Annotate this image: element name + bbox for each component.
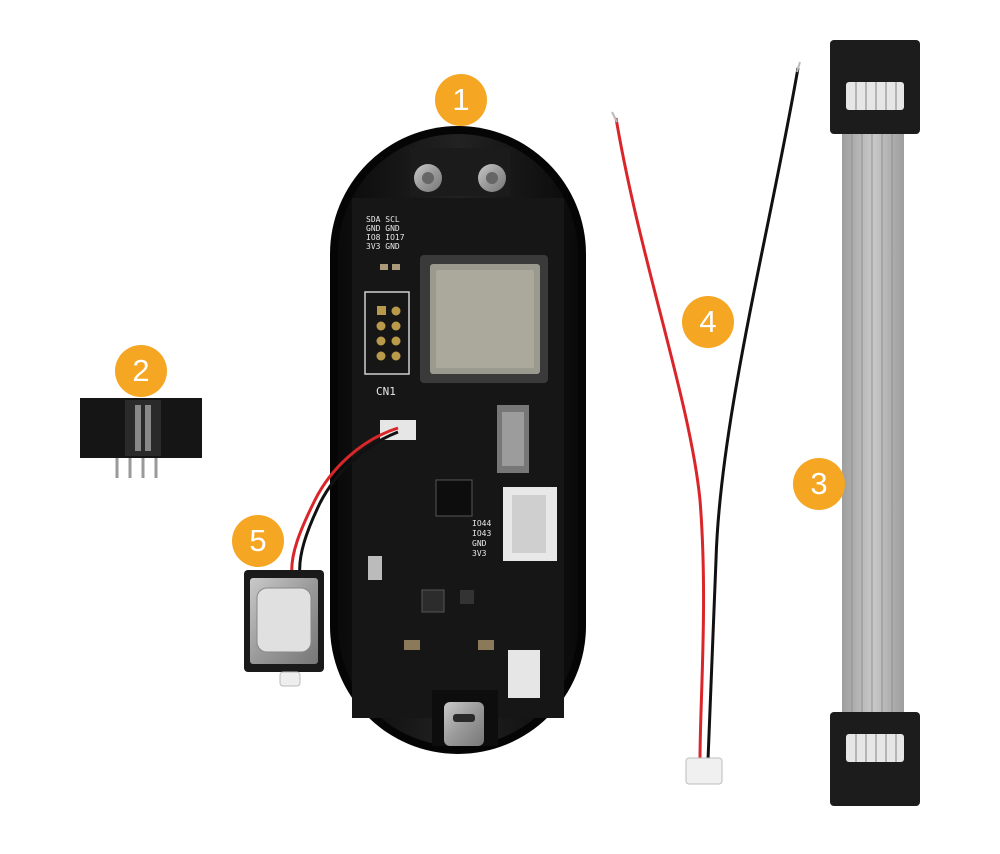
side-label: GND bbox=[472, 539, 487, 548]
pin-label: 3V3 GND bbox=[366, 242, 400, 251]
battery-connector bbox=[508, 650, 540, 698]
side-label: IO44 bbox=[472, 519, 491, 528]
pin-label: SDA SCL bbox=[366, 215, 400, 224]
jst-plug bbox=[685, 757, 723, 785]
side-label: 3V3 bbox=[472, 549, 487, 558]
usb-c-port bbox=[444, 702, 484, 746]
callout-3: 3 bbox=[793, 458, 845, 510]
cn1-label: CN1 bbox=[376, 385, 396, 398]
enclosure-with-pcb: CN1 SDA SCL GND GND IO8 IO17 3V3 GND IO4… bbox=[330, 126, 586, 754]
pin-header-connector bbox=[80, 398, 202, 478]
red-black-wire-with-connector bbox=[611, 61, 801, 785]
speaker bbox=[244, 426, 399, 687]
callout-5: 5 bbox=[232, 515, 284, 567]
ribbon-cable bbox=[830, 40, 920, 806]
side-label: IO43 bbox=[472, 529, 491, 538]
cn1-footprint bbox=[364, 291, 410, 375]
callout-2: 2 bbox=[115, 345, 167, 397]
callout-1: 1 bbox=[435, 74, 487, 126]
pin-label: GND GND bbox=[366, 224, 400, 233]
callout-4: 4 bbox=[682, 296, 734, 348]
qfn-chip bbox=[435, 479, 473, 517]
pin-label: IO8 IO17 bbox=[366, 233, 405, 242]
